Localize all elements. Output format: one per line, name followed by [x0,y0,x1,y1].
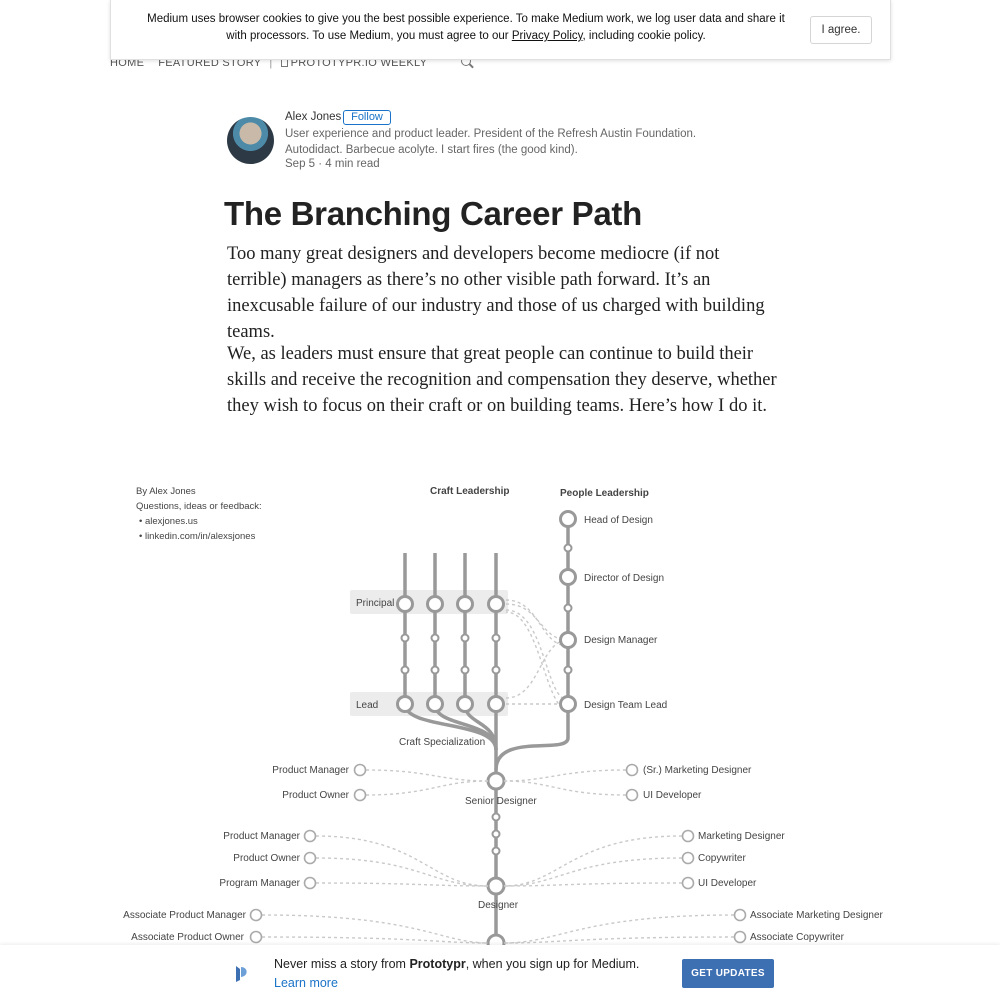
nav-separator: | [269,57,273,69]
branch-label: UI Developer [643,790,702,801]
get-updates-button[interactable]: GET UPDATES [682,959,774,988]
transition-connectors [505,599,569,711]
nav-weekly-label: PROTOTYPR.IO WEEKLY [290,57,428,69]
design-team-lead-label: Design Team Lead [584,700,667,711]
minor-nodes [400,543,573,856]
branch-label: Associate Copywriter [750,932,845,943]
branch-label: Product Owner [282,790,349,801]
cookie-text-part: Medium uses browser cookies to give you … [147,13,785,42]
article-paragraph-2: We, as leaders must ensure that great pe… [227,344,777,416]
follow-button[interactable]: Follow [343,110,391,125]
publication-name: Prototypr [409,957,466,971]
branch-label: Program Manager [219,878,300,889]
side-branch-nodes [249,763,747,944]
cookie-text: Medium uses browser cookies to give you … [141,11,791,45]
branch-label: Marketing Designer [698,831,785,842]
footer-text-part: Never miss a story from [274,957,410,971]
senior-designer-label: Senior Designer [465,796,537,807]
agree-button[interactable]: I agree. [810,16,872,44]
diagram-credit: Questions, ideas or feedback: [136,501,262,512]
author-name[interactable]: Alex Jones [285,111,342,123]
prototypr-logo-icon[interactable] [233,964,251,984]
branch-label: UI Developer [698,878,757,889]
cookie-text-part: , including cookie policy. [582,30,706,42]
principal-label: Principal [356,598,394,609]
cookie-banner: Medium uses browser cookies to give you … [110,0,891,60]
author-avatar[interactable] [227,117,274,164]
diagram-credit: • linkedin.com/in/alexsjones [139,531,256,542]
director-of-design-label: Director of Design [584,573,664,584]
footer-text-part: , when you sign up for Medium. [465,957,640,971]
article-paragraph-1: Too many great designers and developers … [227,244,765,342]
author-bio: User experience and product leader. Pres… [285,128,697,156]
nav-featured-story[interactable]: FEATURED STORY [158,57,262,69]
branch-label: Associate Product Owner [131,932,244,943]
branch-label: Product Owner [233,853,300,864]
people-leadership-header: People Leadership [560,488,649,499]
privacy-policy-link[interactable]: Privacy Policy [511,30,583,42]
branch-label: Copywriter [698,853,746,864]
article-title: The Branching Career Path [224,195,642,232]
craft-leadership-header: Craft Leadership [430,486,509,497]
diagram-credit: • alexjones.us [139,516,198,527]
designer-label: Designer [478,900,519,911]
signup-footer: Never miss a story from Prototypr, when … [0,945,1000,1000]
head-of-design-label: Head of Design [584,515,653,526]
diagram-credit: By Alex Jones [136,486,196,497]
footer-message: Never miss a story from Prototypr, when … [274,955,639,993]
craft-nodes [396,510,577,950]
publication-nav: HOME FEATURED STORY | PROTOTYPR.IO WEEKL… [110,55,475,71]
craft-specialization-label: Craft Specialization [399,737,485,748]
branch-label: Associate Marketing Designer [750,910,884,921]
people-track [494,519,570,771]
career-path-diagram: By Alex Jones Questions, ideas or feedba… [123,486,884,950]
branch-label: (Sr.) Marketing Designer [643,765,752,776]
side-branches [261,769,735,944]
branch-label: Associate Product Manager [123,910,247,921]
lead-label: Lead [356,700,378,711]
learn-more-link[interactable]: Learn more [274,976,338,990]
branch-label: Product Manager [223,831,300,842]
design-manager-label: Design Manager [584,635,658,646]
post-meta: Sep 5 · 4 min read [285,158,380,170]
nav-home[interactable]: HOME [110,57,145,69]
branch-label: Product Manager [272,765,349,776]
